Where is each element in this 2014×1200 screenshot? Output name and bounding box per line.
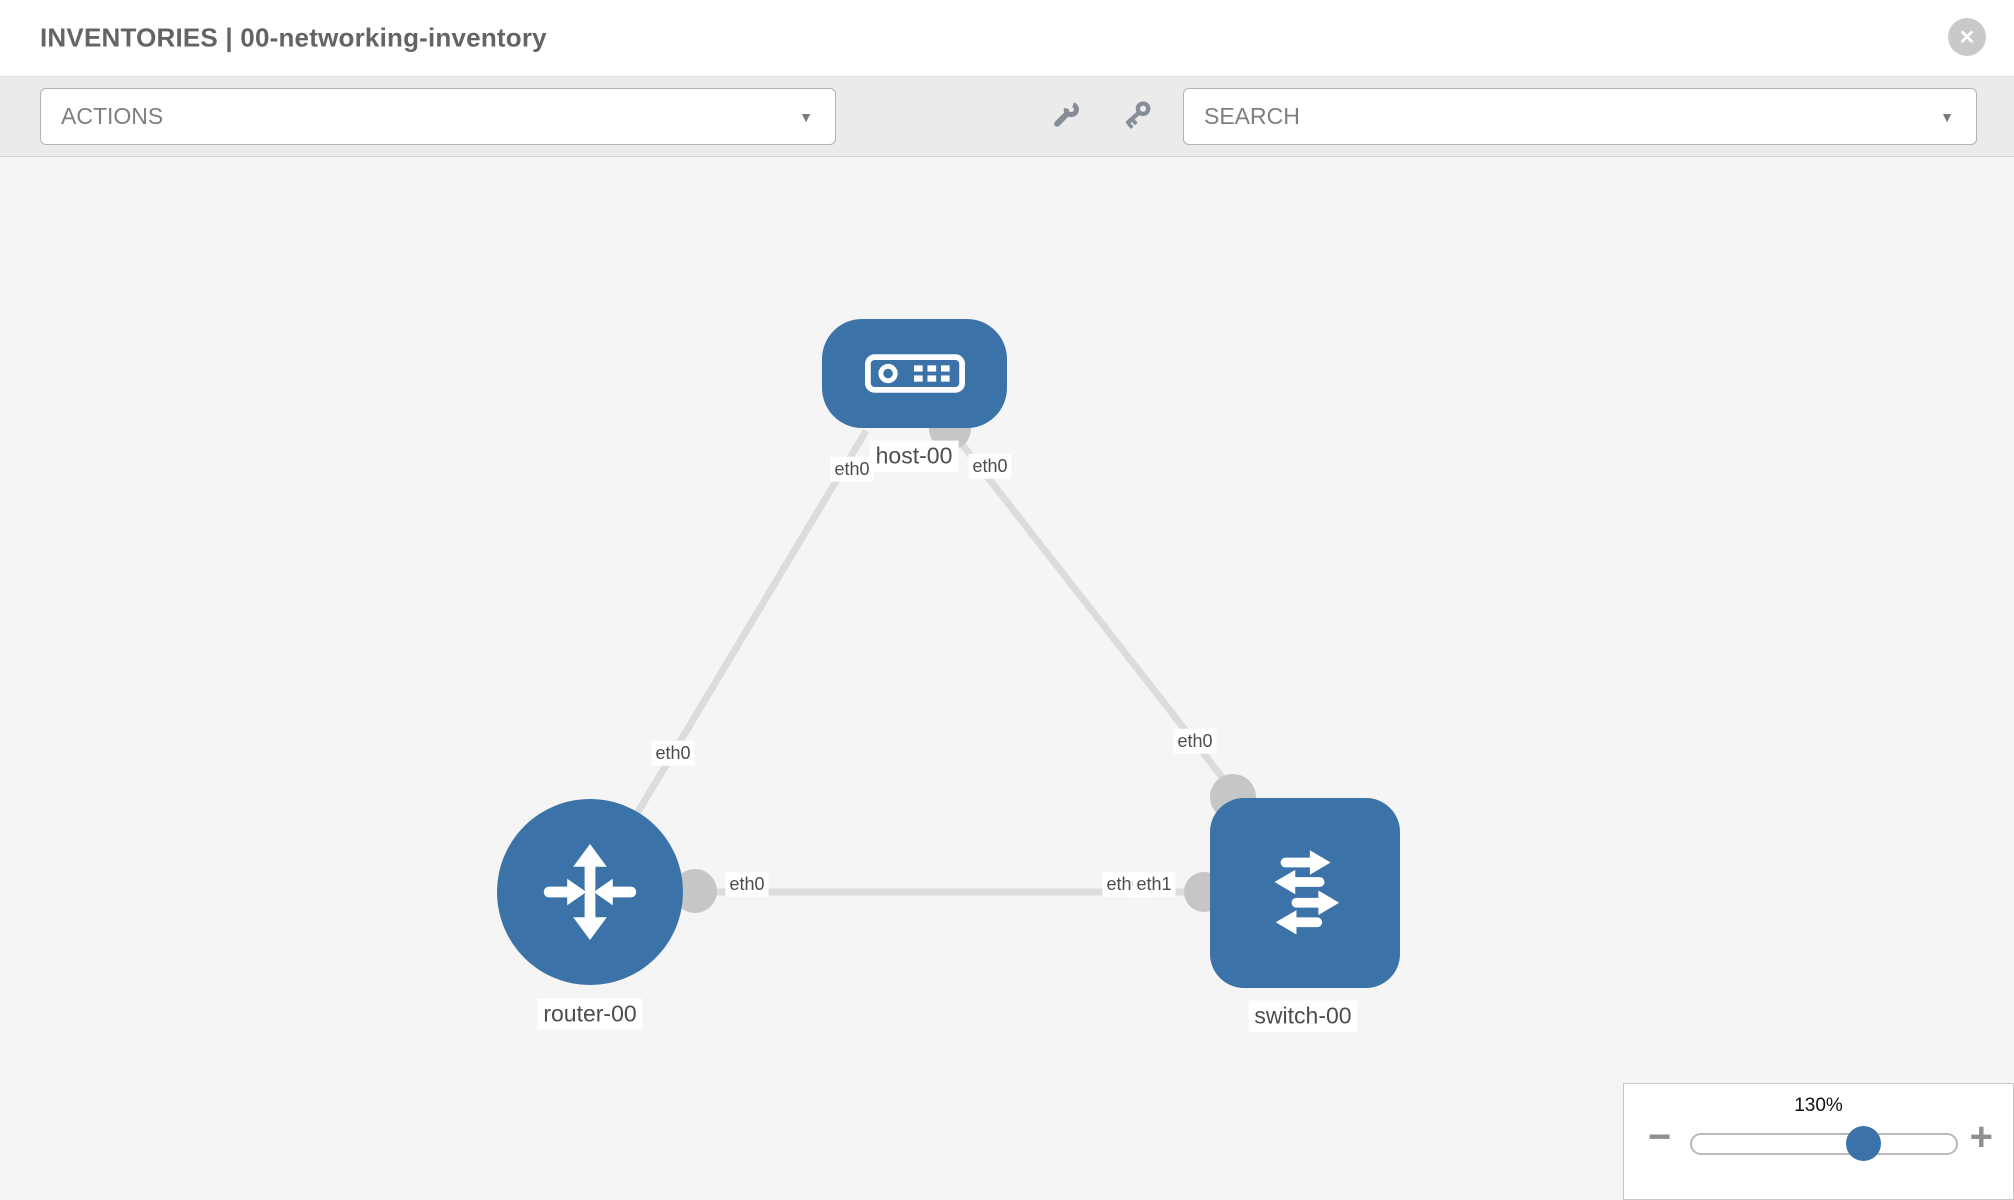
node-label-host-00: host-00 xyxy=(869,440,959,472)
topology-canvas[interactable]: eth0 eth0 eth0 eth0 eth0 eth0 eth1 host-… xyxy=(0,157,2014,1200)
interface-label: eth0 xyxy=(651,740,695,766)
zoom-in-button[interactable]: + xyxy=(1970,1117,1993,1157)
zoom-level-value: 130% xyxy=(1794,1095,1843,1116)
zoom-slider-thumb[interactable] xyxy=(1846,1126,1881,1161)
host-icon xyxy=(864,354,965,393)
key-button[interactable] xyxy=(1117,97,1154,134)
modal-header: INVENTORIES | 00-networking-inventory ✕ xyxy=(0,0,2014,76)
wrench-button[interactable] xyxy=(1045,97,1082,134)
zoom-slider-track[interactable] xyxy=(1690,1133,1958,1155)
port-circle-router-right xyxy=(673,869,717,913)
wrench-icon xyxy=(1054,101,1079,127)
interface-label: eth0 xyxy=(1173,728,1217,754)
interface-label: eth0 xyxy=(968,453,1012,479)
actions-dropdown[interactable]: ACTIONS ▼ xyxy=(40,88,836,145)
key-icon xyxy=(1125,101,1151,129)
interface-label: eth1 xyxy=(1132,871,1176,897)
router-icon xyxy=(543,844,637,940)
links-layer xyxy=(586,408,1305,913)
node-label-switch-00: switch-00 xyxy=(1248,1000,1358,1032)
switch-icon xyxy=(1274,850,1340,935)
node-label-router-00: router-00 xyxy=(537,998,643,1030)
search-dropdown-label: SEARCH xyxy=(1204,103,1300,129)
node-host-00[interactable] xyxy=(822,319,1007,428)
minus-icon: − xyxy=(1648,1115,1672,1159)
plus-icon: + xyxy=(1969,1115,1993,1159)
interface-label: eth0 xyxy=(830,456,874,482)
actions-dropdown-label: ACTIONS xyxy=(61,103,164,129)
node-switch-00[interactable] xyxy=(1210,798,1400,988)
close-button[interactable]: ✕ xyxy=(1948,18,1986,56)
close-icon: ✕ xyxy=(1958,26,1976,49)
zoom-control-panel: 130% − + xyxy=(1623,1083,2014,1200)
page-title: INVENTORIES | 00-networking-inventory xyxy=(40,22,547,53)
chevron-down-icon: ▼ xyxy=(799,108,813,125)
interface-label: eth0 xyxy=(725,871,769,897)
zoom-out-button[interactable]: − xyxy=(1648,1117,1671,1157)
toolbar: ACTIONS ▼ SEARCH ▼ xyxy=(0,76,2014,157)
node-router-00[interactable] xyxy=(497,799,683,985)
search-dropdown[interactable]: SEARCH ▼ xyxy=(1183,88,1977,145)
chevron-down-icon: ▼ xyxy=(1940,108,1954,125)
